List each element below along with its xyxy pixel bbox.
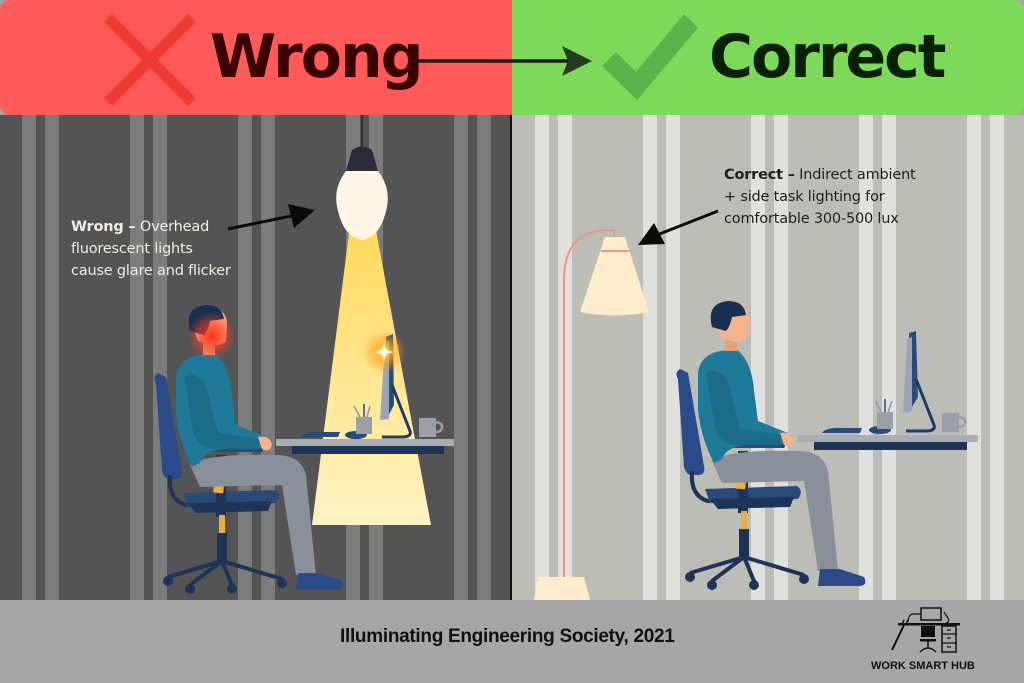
wrong-caption: Wrong – Overhead fluorescent lights caus… xyxy=(71,216,231,282)
header-correct: Correct xyxy=(512,0,1024,115)
header-wrong: Wrong xyxy=(0,0,512,115)
footer: Illuminating Engineering Society, 2021 W… xyxy=(0,600,1024,683)
brand-name: WORK SMART HUB xyxy=(871,660,975,672)
floor-lamp-icon xyxy=(534,229,649,600)
wrong-caption-label: Wrong – xyxy=(71,219,136,235)
correct-title: Correct xyxy=(709,22,946,92)
annotation-arrow-icon xyxy=(638,209,719,245)
wrong-title: Wrong xyxy=(210,22,424,92)
citation: Illuminating Engineering Society, 2021 xyxy=(340,626,675,647)
light-cone xyxy=(312,225,431,525)
x-mark-icon xyxy=(104,14,196,106)
correct-scene-panel: Correct – Indirect ambient + side task l… xyxy=(512,115,1024,600)
annotation-arrow-icon xyxy=(227,204,315,231)
overhead-bulb-icon xyxy=(336,115,388,240)
wrong-scene-panel: Wrong – Overhead fluorescent lights caus… xyxy=(0,115,512,600)
desk xyxy=(798,331,978,450)
person-seated xyxy=(698,301,866,586)
eye-strain-glow xyxy=(188,312,236,360)
correct-caption-label: Correct – xyxy=(724,167,795,183)
arrow-right-icon xyxy=(412,46,592,76)
office-chair xyxy=(676,369,809,590)
desk-workstation-icon xyxy=(891,607,960,653)
correct-caption-text: Indirect ambient + side task lighting fo… xyxy=(724,167,916,227)
check-mark-icon xyxy=(602,14,698,100)
correct-scene-illustration xyxy=(534,209,978,600)
wrong-caption-text: Overhead fluorescent lights cause glare … xyxy=(71,219,231,279)
correct-caption: Correct – Indirect ambient + side task l… xyxy=(724,164,924,230)
wrong-scene-illustration xyxy=(154,115,454,594)
